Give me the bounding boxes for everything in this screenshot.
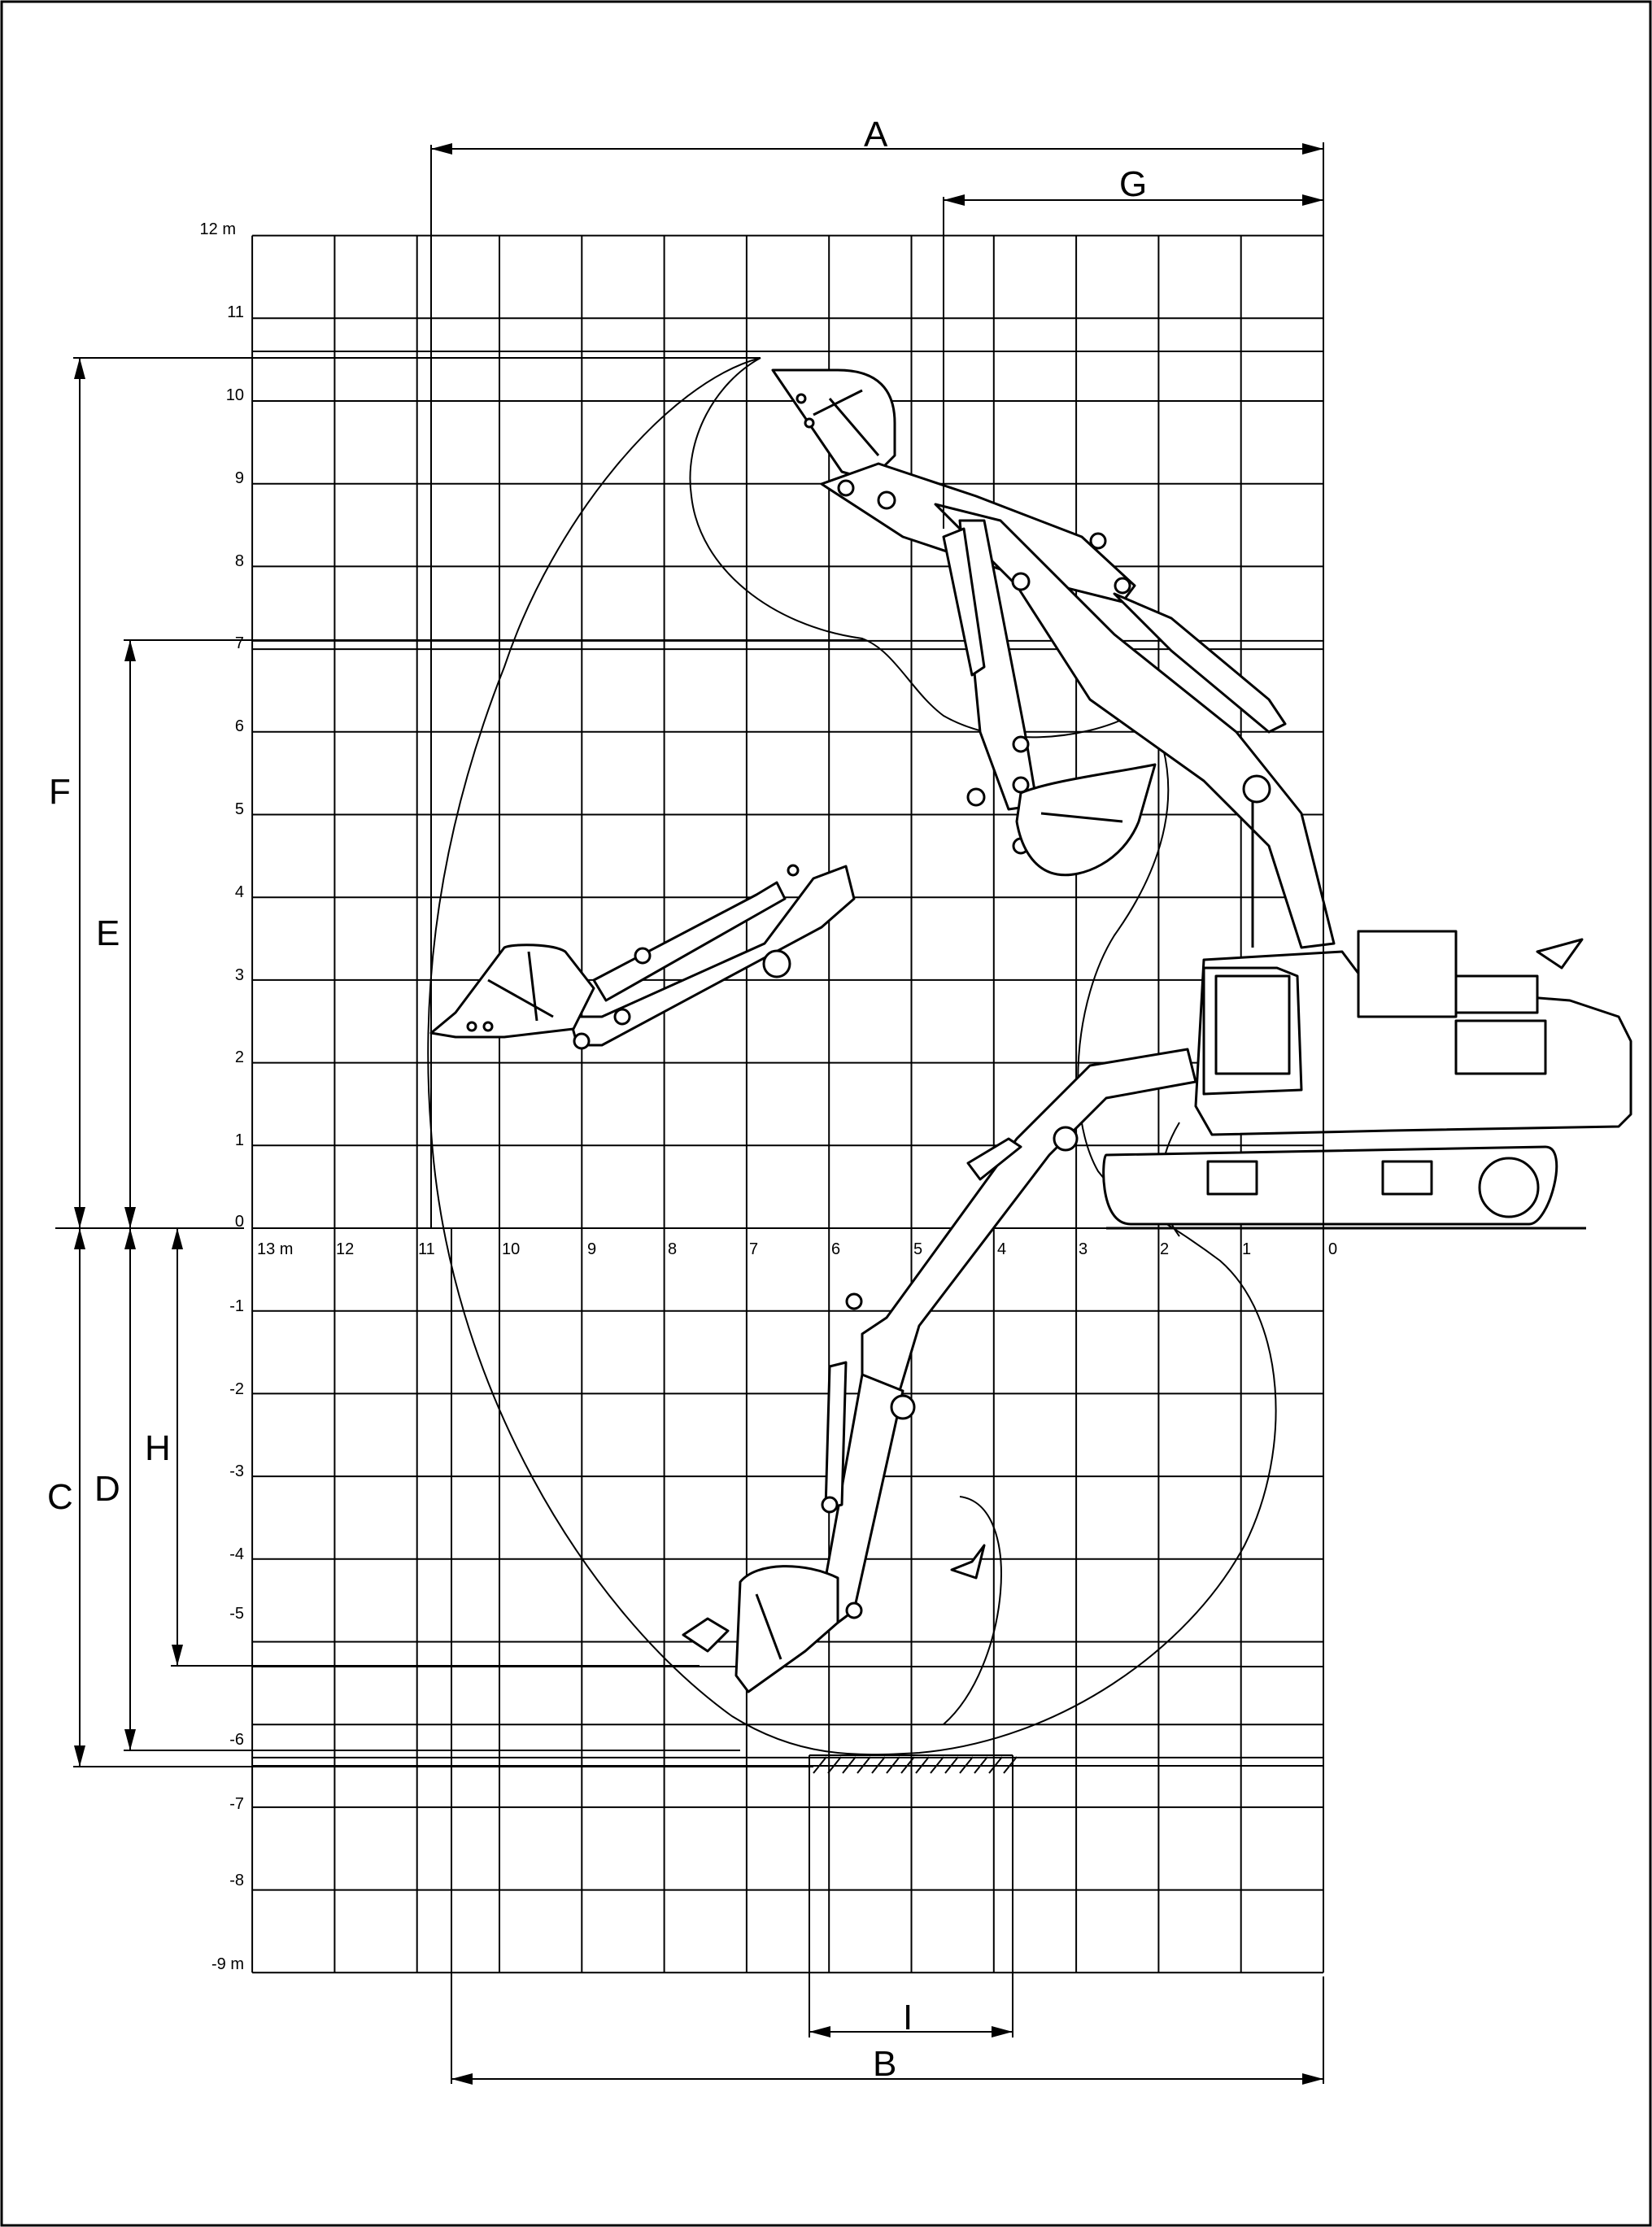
y-label-11: 11 <box>227 303 244 321</box>
dimension-C: C <box>47 1228 813 1767</box>
x-label-4: 4 <box>997 1240 1006 1258</box>
y-label-12: 12 m <box>200 220 236 238</box>
dimension-label-C: C <box>47 1477 73 1517</box>
y-label-1: 1 <box>235 1131 244 1149</box>
y-label-2: 2 <box>235 1048 244 1066</box>
hatch-mark <box>988 1756 1003 1774</box>
hatch-mark <box>813 1756 827 1774</box>
x-label-1: 1 <box>1242 1240 1251 1258</box>
hatch-mark <box>827 1756 842 1774</box>
arm-folded <box>942 519 1157 877</box>
x-label-6: 6 <box>831 1240 840 1258</box>
drive-sprocket <box>1478 1157 1540 1218</box>
cab-window <box>1214 974 1291 1075</box>
y-label-minus-4: -4 <box>229 1545 244 1563</box>
y-label-5: 5 <box>235 800 244 818</box>
dimension-H: H <box>145 1228 700 1667</box>
hatch-mark <box>930 1756 944 1774</box>
dimension-label-F: F <box>49 772 71 812</box>
y-label-minus-8: -8 <box>229 1872 244 1889</box>
hatch-mark <box>974 1756 988 1774</box>
x-label-11: 11 <box>418 1240 435 1258</box>
hatch-mark <box>900 1756 915 1774</box>
arm-horizontal <box>429 864 856 1050</box>
y-label-6: 6 <box>235 717 244 735</box>
dimension-label-A: A <box>864 115 888 155</box>
dimension-label-G: G <box>1119 164 1147 204</box>
x-label-12: 12 <box>336 1240 354 1258</box>
x-label-10: 10 <box>502 1240 520 1258</box>
x-label-0: 0 <box>1328 1240 1337 1258</box>
hatch-mark <box>886 1756 900 1774</box>
handrail <box>1357 930 1458 1018</box>
engine-grille <box>1454 1019 1547 1075</box>
y-label-minus-1: -1 <box>229 1297 244 1315</box>
y-axis-labels: 12 m 11 10 9 8 7 6 5 4 3 2 1 0 -1 -2 -3 … <box>200 220 244 1973</box>
y-label-minus-9: -9 m <box>211 1955 244 1973</box>
dimension-D: D <box>94 1228 740 1751</box>
x-label-7: 7 <box>749 1240 758 1258</box>
bucket-max-height <box>771 368 896 482</box>
dimension-label-I: I <box>903 1998 913 2037</box>
ground-hatch <box>809 1754 1018 1774</box>
x-label-8: 8 <box>668 1240 677 1258</box>
y-label-minus-6: -6 <box>229 1731 244 1749</box>
hatch-mark <box>871 1756 886 1774</box>
dimension-G: G <box>943 142 1324 1228</box>
excavator-body <box>1102 801 1632 1230</box>
y-label-minus-3: -3 <box>229 1462 244 1480</box>
y-label-minus-7: -7 <box>229 1795 244 1813</box>
dimension-I: I <box>809 1755 1013 2037</box>
y-label-10: 10 <box>226 386 244 404</box>
engine-grille-top <box>1454 974 1539 1014</box>
y-label-minus-5: -5 <box>229 1605 244 1623</box>
hatch-mark <box>959 1756 974 1774</box>
x-label-3: 3 <box>1079 1240 1088 1258</box>
dimension-label-E: E <box>96 913 120 953</box>
y-label-minus-2: -2 <box>229 1380 244 1398</box>
hatch-mark <box>1003 1756 1018 1774</box>
y-label-9: 9 <box>235 469 244 487</box>
y-label-3: 3 <box>235 966 244 984</box>
hatch-mark <box>944 1756 959 1774</box>
x-label-2: 2 <box>1160 1240 1169 1258</box>
y-label-4: 4 <box>235 883 244 901</box>
x-label-9: 9 <box>587 1240 596 1258</box>
x-label-5: 5 <box>913 1240 922 1258</box>
x-label-13: 13 m <box>257 1240 293 1258</box>
dimension-lines: A G B I <box>47 115 1324 2085</box>
hatch-mark <box>857 1756 871 1774</box>
track-plate-1 <box>1206 1160 1258 1196</box>
hatch-mark <box>915 1756 930 1774</box>
hatch-mark <box>842 1756 857 1774</box>
dimension-label-D: D <box>94 1469 120 1509</box>
measurement-grid <box>251 234 1324 1974</box>
dimension-label-B: B <box>873 2044 896 2084</box>
exhaust-cap <box>1536 938 1584 970</box>
dimension-E: E <box>96 639 866 1228</box>
y-label-0: 0 <box>235 1213 244 1231</box>
x-axis-labels: 13 m 12 11 10 9 8 7 6 5 4 3 2 1 0 <box>257 1240 1337 1258</box>
track-plate-2 <box>1381 1160 1433 1196</box>
y-label-8: 8 <box>235 552 244 570</box>
dimension-label-H: H <box>145 1428 171 1468</box>
arm-max-height <box>820 462 1336 949</box>
y-label-7: 7 <box>235 634 244 652</box>
dimension-B: B <box>451 1228 1324 2085</box>
arm-digging <box>682 1048 1197 1693</box>
dimension-F: F <box>49 357 761 1228</box>
dimension-A: A <box>430 115 1323 1228</box>
